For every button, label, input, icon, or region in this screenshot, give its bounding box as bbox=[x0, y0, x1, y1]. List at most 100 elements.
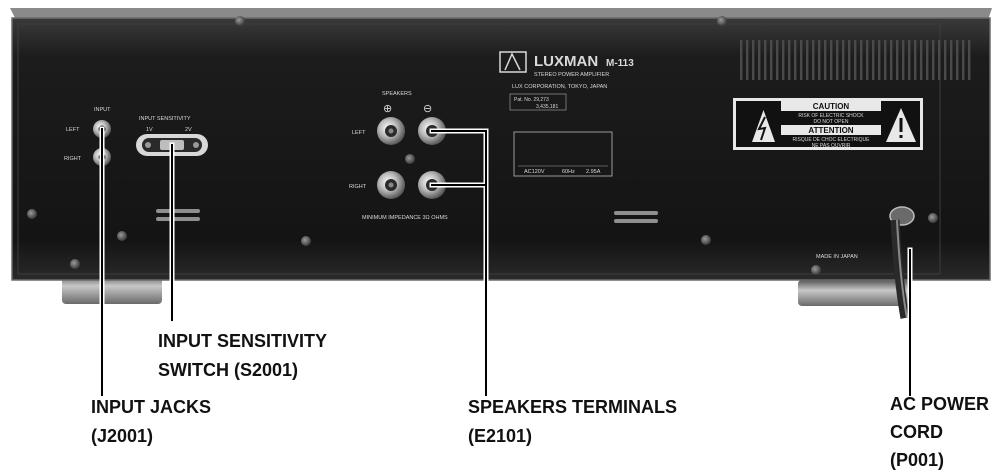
vent-slat bbox=[782, 40, 785, 80]
vent-slat bbox=[914, 40, 917, 80]
vent-slat bbox=[908, 40, 911, 80]
leader-lines bbox=[99, 126, 913, 398]
vent-slot-center bbox=[614, 211, 658, 223]
vent-slat bbox=[962, 40, 965, 80]
chassis-top bbox=[10, 8, 992, 20]
vent-slat bbox=[824, 40, 827, 80]
callout-line: SWITCH (S2001) bbox=[158, 360, 299, 380]
sensitivity-1v-label: 1V bbox=[146, 127, 153, 133]
vent-slat bbox=[884, 40, 887, 80]
foot-right bbox=[798, 280, 910, 306]
patent-line-1: Pat. No. 29,273 bbox=[514, 97, 549, 103]
vent-slat bbox=[920, 40, 923, 80]
screw-icon bbox=[717, 16, 727, 26]
vent-slat bbox=[848, 40, 851, 80]
attention-title: ATTENTION bbox=[808, 126, 853, 135]
vent-slat bbox=[842, 40, 845, 80]
speaker-terminal-right-plus[interactable] bbox=[377, 171, 405, 199]
input-right-label: RIGHT bbox=[64, 156, 82, 162]
electric-shock-icon bbox=[752, 110, 775, 142]
vent-slat bbox=[896, 40, 899, 80]
vent-slat bbox=[866, 40, 869, 80]
vent-slat bbox=[770, 40, 773, 80]
vent-slat bbox=[878, 40, 881, 80]
vent-slat bbox=[872, 40, 875, 80]
callout-line: (P001) bbox=[890, 450, 945, 470]
sensitivity-2v-label: 2V bbox=[185, 127, 192, 133]
patent-line-2: 3,435,181 bbox=[536, 104, 558, 110]
speakers-label: SPEAKERS bbox=[382, 91, 412, 97]
vent-slat bbox=[752, 40, 755, 80]
vent-slat bbox=[890, 40, 893, 80]
screw-icon bbox=[301, 236, 311, 246]
speaker-left-label: LEFT bbox=[352, 130, 366, 136]
vent-slat bbox=[956, 40, 959, 80]
rating-frequency: 60Hz bbox=[562, 169, 575, 175]
speaker-right-label: RIGHT bbox=[349, 184, 367, 190]
callout-ac-power-cord: AC POWER CORD (P001) bbox=[890, 390, 989, 474]
vent-slat bbox=[818, 40, 821, 80]
vent-slat bbox=[776, 40, 779, 80]
impedance-label: MINIMUM IMPEDANCE 3Ω OHMS bbox=[362, 215, 448, 221]
input-label: INPUT bbox=[94, 107, 111, 113]
maker-name: LUX CORPORATION, TOKYO, JAPAN bbox=[512, 84, 607, 90]
attention-line-2: NE PAS OUVRIR bbox=[812, 143, 851, 149]
vent-slat bbox=[950, 40, 953, 80]
model-name: M-113 bbox=[606, 58, 634, 69]
vent-slat bbox=[830, 40, 833, 80]
vent-slat bbox=[854, 40, 857, 80]
brand-name: LUXMAN bbox=[534, 53, 598, 70]
callout-speakers-terminals: SPEAKERS TERMINALS (E2101) bbox=[468, 393, 677, 451]
callout-input-jacks: INPUT JACKS (J2001) bbox=[91, 393, 211, 451]
screw-icon bbox=[405, 154, 415, 164]
warning-label: CAUTION RISK OF ELECTRIC SHOCK DO NOT OP… bbox=[733, 98, 923, 150]
speaker-terminal-left-plus[interactable] bbox=[377, 117, 405, 145]
vent-slat bbox=[926, 40, 929, 80]
plus-icon: ⊕ bbox=[383, 103, 392, 115]
minus-icon: ⊖ bbox=[423, 103, 432, 115]
caution-title: CAUTION bbox=[813, 102, 850, 111]
vent-slat bbox=[764, 40, 767, 80]
screw-icon bbox=[27, 209, 37, 219]
vent-slat bbox=[812, 40, 815, 80]
vent-slat bbox=[968, 40, 971, 80]
vent-slat bbox=[740, 40, 743, 80]
screw-icon bbox=[928, 213, 938, 223]
callout-line: CORD bbox=[890, 422, 943, 442]
callout-line: (J2001) bbox=[91, 426, 154, 446]
screw-icon bbox=[117, 231, 127, 241]
vent-grille bbox=[740, 40, 971, 80]
vent-slat bbox=[944, 40, 947, 80]
foot-left bbox=[62, 274, 162, 304]
vent-slat bbox=[938, 40, 941, 80]
attention-line-1: RISQUE DE CHOC ELECTRIQUE bbox=[793, 137, 871, 143]
rating-plate bbox=[513, 131, 613, 177]
vent-slat bbox=[932, 40, 935, 80]
callout-line: AC POWER bbox=[890, 394, 989, 414]
caution-line-2: DO NOT OPEN bbox=[814, 119, 849, 125]
callout-line: SPEAKERS TERMINALS bbox=[468, 397, 678, 417]
screw-icon bbox=[235, 16, 245, 26]
rating-current: 2.95A bbox=[586, 169, 601, 175]
vent-slat bbox=[794, 40, 797, 80]
product-type: STEREO POWER AMPLIFIER bbox=[534, 72, 609, 78]
screw-icon bbox=[701, 235, 711, 245]
vent-slat bbox=[788, 40, 791, 80]
input-left-label: LEFT bbox=[66, 127, 80, 133]
rating-voltage: AC120V bbox=[524, 169, 545, 175]
callout-line: INPUT SENSITIVITY bbox=[158, 331, 328, 351]
vent-slat bbox=[836, 40, 839, 80]
screw-icon bbox=[70, 259, 80, 269]
vent-slat bbox=[860, 40, 863, 80]
callout-line: INPUT JACKS bbox=[91, 397, 212, 417]
callout-line: (E2101) bbox=[468, 426, 533, 446]
screw-icon bbox=[811, 265, 821, 275]
vent-slot-left bbox=[156, 209, 200, 221]
vent-slat bbox=[800, 40, 803, 80]
sensitivity-label: INPUT SENSITIVITY bbox=[139, 116, 191, 122]
ac-power-cord[interactable] bbox=[889, 206, 915, 319]
vent-slat bbox=[806, 40, 809, 80]
luxman-logo bbox=[499, 51, 527, 73]
vent-slat bbox=[902, 40, 905, 80]
